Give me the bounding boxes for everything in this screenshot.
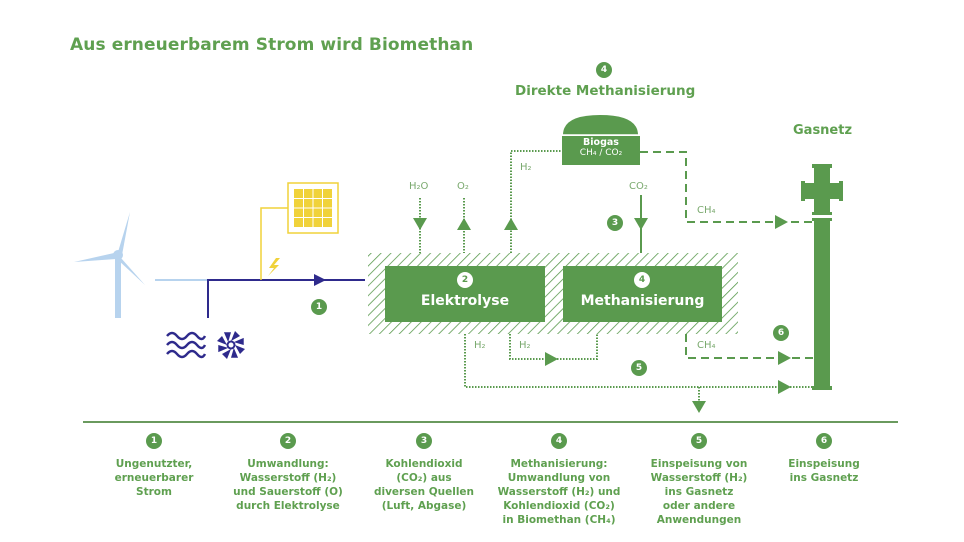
direct-methanation-label: Direkte Methanisierung (515, 83, 696, 99)
page-title: Aus erneuerbarem Strom wird Biomethan (70, 35, 474, 55)
h2-feed-line (464, 334, 818, 388)
legend-item-6: 6 Einspeisung ins Gasnetz (760, 433, 888, 485)
legend-line: erneuerbarer (114, 472, 194, 484)
ch4-direct-arrow (775, 215, 788, 229)
legend-item-4: 4 Methanisierung: Umwandlung von Wassers… (495, 433, 623, 527)
legend-text: Einspeisung von Wasserstoff (H₂) ins Gas… (635, 457, 763, 527)
h2-down-mid-label: H₂ (519, 340, 531, 351)
legend-line: ins Gasnetz (789, 472, 859, 484)
ch4-direct-line (640, 151, 818, 223)
biogas-dome (563, 115, 638, 135)
legend-text: Einspeisung ins Gasnetz (760, 457, 888, 485)
solar-line (260, 207, 288, 280)
solar-panel-icon (287, 182, 339, 234)
direct-methanation-badge: 4 (596, 62, 612, 78)
lightning-icon (268, 258, 280, 276)
legend-badge: 5 (691, 433, 707, 449)
legend-text: Ungenutzter, erneuerbarer Strom (90, 457, 218, 499)
ch4-feed-badge: 6 (773, 325, 789, 341)
co2-arrow (634, 218, 648, 230)
h2-up-label: H₂ (520, 162, 532, 173)
legend-line: diversen Quellen (373, 486, 475, 498)
ch4-methanation-label: CH₄ (697, 340, 716, 351)
legend-badge: 4 (551, 433, 567, 449)
legend-badge: 2 (280, 433, 296, 449)
h2-to-methanation-arrow (545, 352, 558, 366)
power-line (207, 279, 365, 318)
legend-line: Umwandlung von (507, 472, 611, 484)
power-arrow (314, 274, 326, 286)
o2-label: O₂ (457, 181, 469, 192)
legend-line: in Biomethan (CH₄) (502, 514, 616, 526)
legend-line: und Sauerstoff (O) (233, 486, 343, 498)
legend-text: Umwandlung: Wasserstoff (H₂) und Sauerst… (224, 457, 352, 513)
h2o-arrow (413, 218, 427, 230)
biogas-formula: CH₄ / CO₂ (579, 148, 623, 158)
legend-line: Einspeisung von (650, 458, 748, 470)
legend-badge: 3 (416, 433, 432, 449)
legend-text: Kohlendioxid (CO₂) aus diversen Quellen … (360, 457, 488, 513)
legend-line: Kohlendioxid (385, 458, 463, 470)
legend-item-2: 2 Umwandlung: Wasserstoff (H₂) und Sauer… (224, 433, 352, 513)
legend-item-1: 1 Ungenutzter, erneuerbarer Strom (90, 433, 218, 499)
legend-line: Wasserstoff (H₂) (650, 472, 748, 484)
methanation-label: Methanisierung (580, 293, 705, 309)
legend-item-3: 3 Kohlendioxid (CO₂) aus diversen Quelle… (360, 433, 488, 513)
legend-badge: 1 (146, 433, 162, 449)
legend-text: Methanisierung: Umwandlung von Wassersto… (495, 457, 623, 527)
h2-other-use-arrow (692, 401, 706, 413)
legend-line: (CO₂) aus (396, 472, 452, 484)
h2o-label: H₂O (409, 181, 429, 192)
legend-line: durch Elektrolyse (236, 500, 340, 512)
turbine-icon (217, 331, 245, 359)
co2-label: CO₂ (629, 181, 648, 192)
h2-down-left-label: H₂ (474, 340, 486, 351)
biogas-title: Biogas (583, 137, 619, 148)
legend-line: Kohlendioxid (CO₂) (503, 500, 615, 512)
co2-badge: 3 (607, 215, 623, 231)
water-waves-icon (166, 331, 207, 359)
methanation-badge: 4 (634, 272, 650, 288)
legend-divider (83, 421, 898, 423)
legend-line: (Luft, Abgase) (381, 500, 467, 512)
legend-item-5: 5 Einspeisung von Wasserstoff (H₂) ins G… (635, 433, 763, 527)
gas-grid-label: Gasnetz (793, 123, 853, 138)
wind-turbine-icon (74, 212, 145, 318)
strom-badge: 1 (311, 299, 327, 315)
h2-to-methanation-line (509, 334, 598, 360)
h2-feed-badge: 5 (631, 360, 647, 376)
legend-line: Methanisierung: (510, 458, 608, 470)
legend-line: Strom (136, 486, 172, 498)
legend-line: Ungenutzter, (115, 458, 193, 470)
gas-pipe-icon[interactable] (801, 164, 843, 390)
legend-badge: 6 (816, 433, 832, 449)
legend-line: Wasserstoff (H₂) (239, 472, 337, 484)
biogas-tank[interactable] (562, 136, 640, 165)
h2-up-arrow (504, 218, 518, 230)
ch4-direct-label: CH₄ (697, 205, 716, 216)
legend-line: oder andere (662, 500, 736, 512)
legend-line: ins Gasnetz (664, 486, 734, 498)
electrolysis-label: Elektrolyse (420, 293, 510, 309)
ch4-methanation-arrow (778, 351, 791, 365)
legend-line: Wasserstoff (H₂) und (497, 486, 621, 498)
legend-line: Einspeisung (788, 458, 860, 470)
h2-to-biogas-line (510, 150, 562, 253)
legend-line: Anwendungen (656, 514, 742, 526)
o2-arrow (457, 218, 471, 230)
h2-feed-arrow (778, 380, 791, 394)
legend-line: Umwandlung: (247, 458, 329, 470)
biogas-label: Biogas CH₄ / CO₂ (562, 137, 640, 158)
electrolysis-badge: 2 (457, 272, 473, 288)
ch4-methanation-line (685, 334, 818, 359)
